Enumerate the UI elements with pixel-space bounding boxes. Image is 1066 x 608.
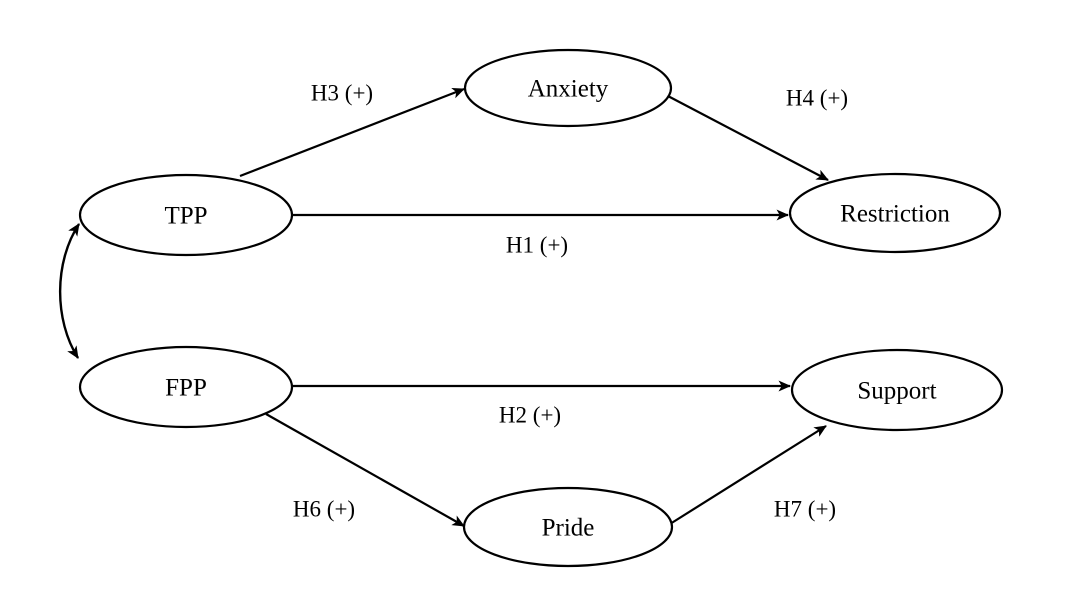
edge-h2: H2 (+) bbox=[292, 380, 791, 428]
edge-h4-line bbox=[665, 94, 829, 181]
node-restriction-label: Restriction bbox=[840, 201, 950, 228]
node-anxiety-shape[interactable] bbox=[463, 48, 673, 128]
edge-h6-label: H6 (+) bbox=[293, 497, 355, 522]
node-tpp-shape[interactable] bbox=[78, 173, 294, 257]
edge-h7-line bbox=[669, 425, 827, 525]
edges-layer: H1 (+) H3 (+) H4 (+) H2 (+) H6 (+) bbox=[59, 81, 848, 527]
node-fpp-label: FPP bbox=[165, 375, 207, 402]
edge-h7: H7 (+) bbox=[669, 425, 836, 525]
node-restriction[interactable]: Restriction bbox=[788, 172, 1002, 254]
node-support-shape[interactable] bbox=[790, 348, 1004, 432]
node-fpp[interactable]: FPP bbox=[78, 345, 294, 429]
node-restriction-shape[interactable] bbox=[788, 172, 1002, 254]
edge-h3-line bbox=[239, 87, 465, 178]
node-pride-shape[interactable] bbox=[462, 486, 674, 568]
nodes-layer: TPP Anxiety Restriction FPP Support Prid bbox=[78, 48, 1004, 568]
node-support-label: Support bbox=[857, 378, 936, 405]
node-anxiety[interactable]: Anxiety bbox=[463, 48, 673, 128]
edge-h4-label: H4 (+) bbox=[786, 86, 848, 111]
edge-h3: H3 (+) bbox=[239, 81, 465, 178]
node-pride-label: Pride bbox=[542, 515, 595, 542]
edge-h6: H6 (+) bbox=[265, 413, 465, 527]
node-pride[interactable]: Pride bbox=[462, 486, 674, 568]
edge-h7-label: H7 (+) bbox=[774, 497, 836, 522]
edge-h4: H4 (+) bbox=[665, 86, 848, 181]
edge-h1: H1 (+) bbox=[292, 209, 789, 258]
edge-h2-label: H2 (+) bbox=[499, 403, 561, 428]
node-tpp[interactable]: TPP bbox=[78, 173, 294, 257]
edge-h1-label: H1 (+) bbox=[506, 233, 568, 258]
node-support[interactable]: Support bbox=[790, 348, 1004, 432]
edge-tpp-fpp-correlation bbox=[59, 223, 81, 359]
edge-h6-line bbox=[265, 413, 465, 527]
node-fpp-shape[interactable] bbox=[78, 345, 294, 429]
edge-h3-label: H3 (+) bbox=[311, 81, 373, 106]
node-tpp-label: TPP bbox=[164, 203, 207, 230]
edge-correlation-curve bbox=[59, 223, 81, 359]
node-anxiety-label: Anxiety bbox=[528, 76, 609, 103]
